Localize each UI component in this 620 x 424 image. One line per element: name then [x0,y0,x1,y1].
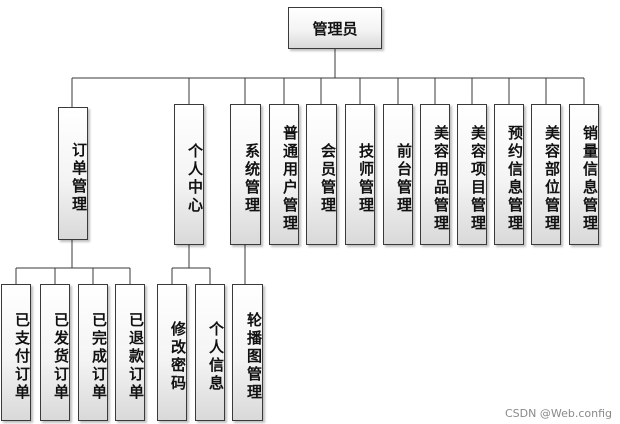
node-completed-orders: 已完成订单 [78,284,108,421]
node-beauty-projects-management: 美容项目管理 [457,104,487,245]
node-system-management: 系统管理 [230,104,261,245]
node-refunded-orders: 已退款订单 [115,284,145,421]
node-sales-info-management: 销量信息管理 [569,104,599,245]
node-member-management: 会员管理 [306,104,337,245]
node-order-management: 订单管理 [58,107,88,240]
node-technician-management: 技师管理 [345,104,375,245]
node-beauty-parts-management: 美容部位管理 [531,104,561,245]
node-personal-center: 个人中心 [174,104,204,245]
node-carousel-management: 轮播图管理 [232,284,263,421]
node-beauty-products-management: 美容用品管理 [420,104,450,245]
node-shipped-orders: 已发货订单 [40,284,70,421]
node-booking-info-management: 预约信息管理 [494,104,524,245]
node-front-desk-management: 前台管理 [383,104,413,245]
root-node-admin: 管理员 [288,7,382,49]
watermark-text: CSDN @Web.config [505,407,612,420]
node-personal-info: 个人信息 [195,284,225,421]
node-change-password: 修改密码 [157,284,187,421]
node-paid-orders: 已支付订单 [1,284,31,421]
node-user-management: 普通用户管理 [269,104,299,245]
